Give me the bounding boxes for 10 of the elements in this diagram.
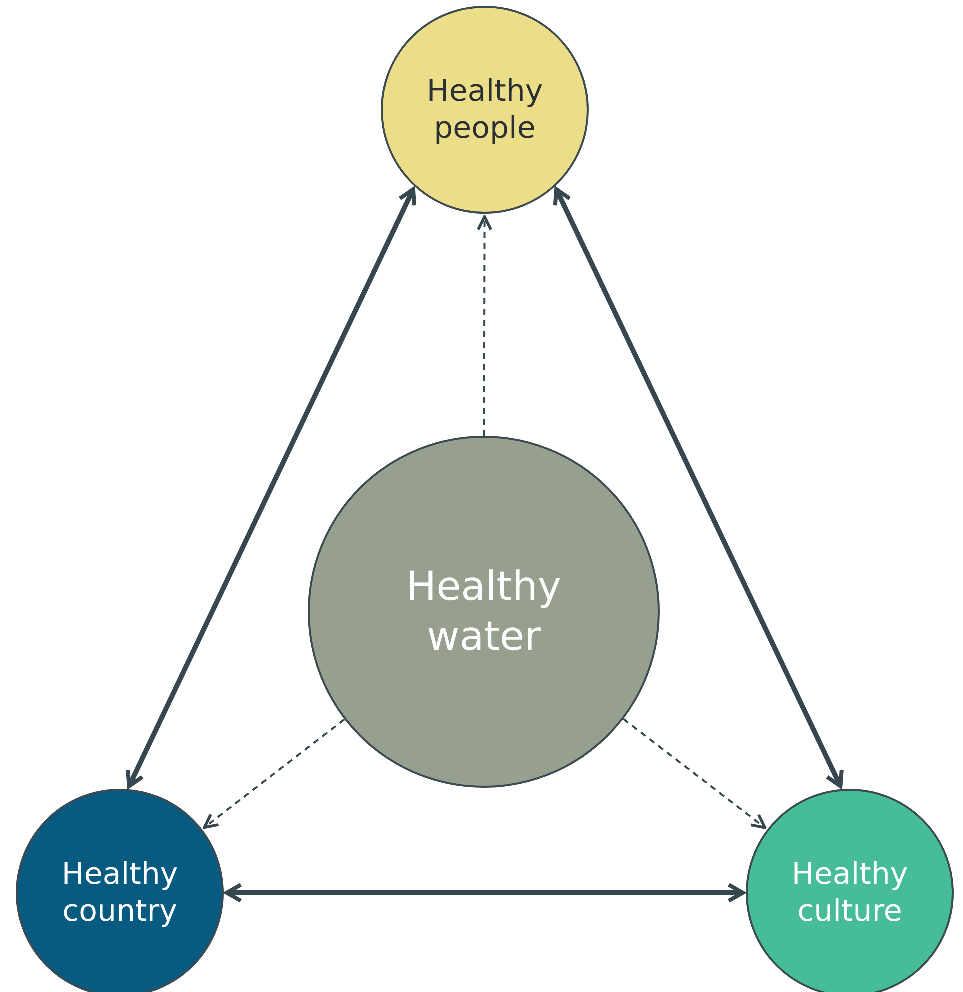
node-label: Healthy culture — [790, 856, 910, 930]
dashed-arrow — [476, 216, 493, 436]
double-arrow — [126, 188, 417, 788]
node-label: Healthy country — [60, 856, 180, 930]
double-arrow — [225, 883, 745, 903]
node-label: Healthy water — [405, 563, 563, 662]
double-arrow — [553, 188, 844, 788]
dashed-arrow — [203, 718, 346, 830]
node-label: Healthy people — [426, 72, 544, 148]
dashed-arrow — [623, 718, 767, 830]
